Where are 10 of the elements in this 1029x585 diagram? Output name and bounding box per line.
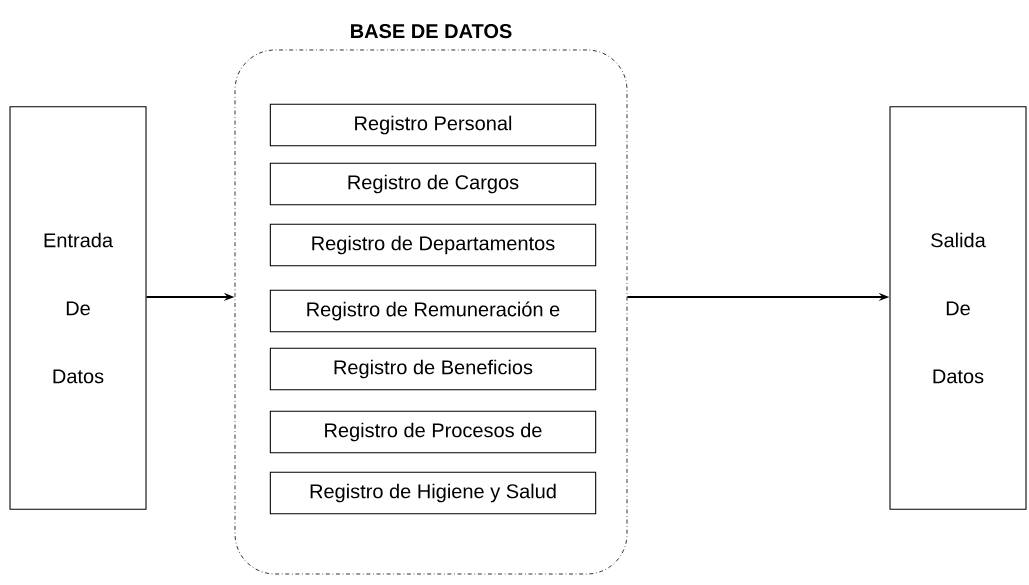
record-box: Registro de Higiene y Salud [269, 471, 597, 515]
record-box: Registro de Procesos de [269, 410, 597, 454]
record-box: Registro de Departamentos [269, 223, 597, 267]
record-box: Registro Personal [269, 103, 597, 147]
record-box: Registro de Cargos [269, 162, 597, 206]
data-box: Salida De Datos [889, 106, 1027, 510]
data-box: Entrada De Datos [9, 106, 147, 510]
record-box: Registro de Beneficios [269, 347, 597, 391]
heading: BASE DE DATOS [351, 24, 512, 39]
record-box: Registro de Remuneración e [269, 289, 597, 333]
